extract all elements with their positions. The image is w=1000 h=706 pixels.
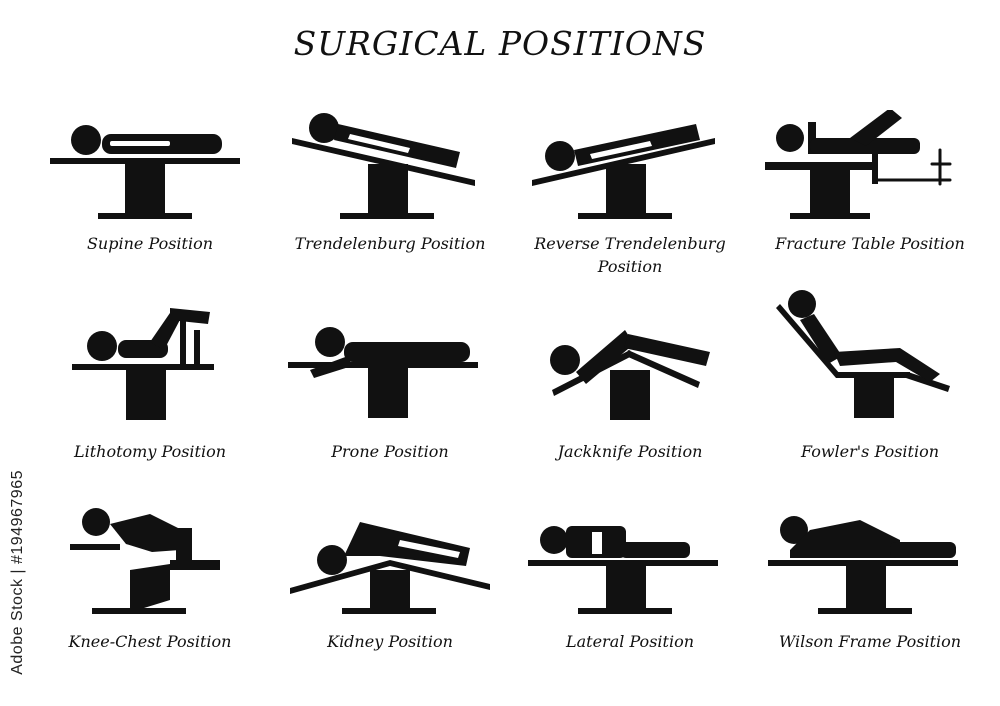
knee-chest-pictogram — [70, 508, 220, 614]
position-label: Supine Position — [86, 234, 214, 253]
position-supine: Supine Position — [30, 110, 270, 300]
fowlers-pictogram — [776, 290, 950, 418]
position-fracture-table: Fracture Table Position — [750, 110, 990, 300]
prone-pictogram — [288, 327, 478, 418]
position-label: Reverse Trendelenburg Position — [534, 234, 726, 276]
position-label: Wilson Frame Position — [778, 632, 962, 651]
stock-id-text: Adobe Stock | #194967965 — [9, 470, 26, 675]
position-label: Trendelenburg Position — [294, 234, 486, 253]
supine-pictogram — [50, 125, 240, 219]
position-label: Jackknife Position — [557, 442, 703, 461]
position-kidney: Kidney Position — [270, 500, 510, 690]
position-label: Fracture Table Position — [775, 234, 965, 253]
position-trendelenburg: Trendelenburg Position — [270, 110, 510, 300]
position-label: Kidney Position — [327, 632, 453, 651]
wilson-frame-pictogram — [768, 516, 958, 614]
position-reverse-trendelenburg: Reverse Trendelenburg Position — [510, 110, 750, 300]
lateral-pictogram — [528, 526, 718, 614]
trendelenburg-pictogram — [292, 113, 475, 219]
position-label: Fowler's Position — [800, 442, 940, 461]
position-label: Prone Position — [331, 442, 449, 461]
position-label: Knee-Chest Position — [68, 632, 232, 651]
position-prone: Prone Position — [270, 290, 510, 480]
position-label: Lateral Position — [565, 632, 694, 651]
reverse-trendelenburg-pictogram — [532, 124, 715, 219]
kidney-pictogram — [290, 522, 490, 614]
position-knee-chest: Knee-Chest Position — [30, 500, 270, 690]
position-label: Lithotomy Position — [73, 442, 227, 461]
position-wilson-frame: Wilson Frame Position — [750, 500, 990, 690]
position-lateral: Lateral Position — [510, 500, 750, 690]
position-fowlers: Fowler's Position — [750, 290, 990, 480]
position-jackknife: Jackknife Position — [510, 290, 750, 480]
fracture-table-pictogram — [765, 110, 952, 219]
positions-grid: Supine Position Trendelenburg Position R… — [30, 0, 990, 706]
lithotomy-pictogram — [72, 308, 214, 420]
jackknife-pictogram — [550, 330, 710, 420]
page-title: SURGICAL POSITIONS — [293, 24, 707, 63]
position-lithotomy: Lithotomy Position — [30, 290, 270, 480]
